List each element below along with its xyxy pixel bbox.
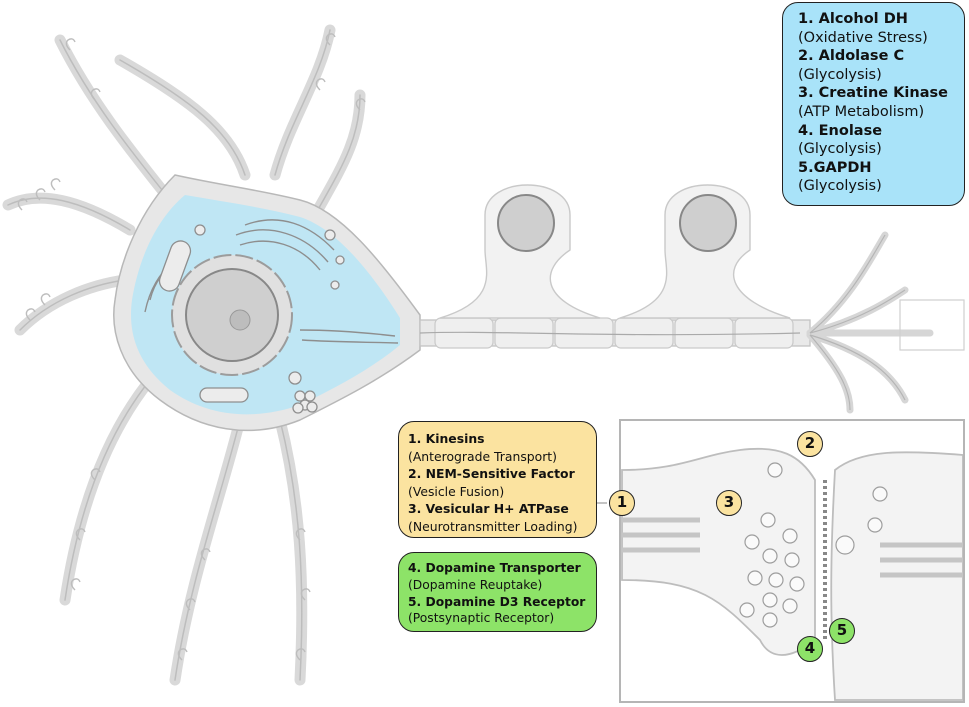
terminal-outlines — [809, 234, 965, 411]
legend-item-desc: (Neurotransmitter Loading) — [408, 518, 578, 534]
legend-item-name: 4. Dopamine Transporter — [408, 561, 581, 575]
dendrites — [2, 24, 366, 686]
legend-item-desc: (Postsynaptic Receptor) — [408, 611, 555, 626]
legend-item-name: 2. Aldolase C — [798, 48, 905, 65]
legend-postsynaptic-proteins: 4. Dopamine Transporter (Dopamine Reupta… — [398, 552, 597, 632]
nucleolus — [229, 309, 251, 331]
legend-item-desc: (Vesicle Fusion) — [408, 483, 505, 499]
legend-item-name: 3. Creatine Kinase — [798, 85, 948, 102]
marker-4: 4 — [797, 636, 823, 662]
legend-item-name: 3. Vesicular H+ ATPase — [408, 501, 569, 517]
legend-metabolic-enzymes: 1. Alcohol DH (Oxidative Stress) 2. Aldo… — [782, 2, 965, 206]
marker-1: 1 — [609, 490, 635, 516]
legend-item-desc: (Glycolysis) — [798, 178, 882, 195]
legend-item-name: 1. Alcohol DH — [798, 11, 908, 27]
legend-item-desc: (ATP Metabolism) — [798, 103, 925, 120]
organelles — [158, 224, 345, 414]
glial-cells — [439, 184, 791, 319]
legend-item-name: 5. Dopamine D3 Receptor — [408, 594, 586, 609]
legend-item-name: 5.GAPDH — [798, 159, 872, 176]
legend-item-desc: (Dopamine Reuptake) — [408, 577, 543, 592]
legend-item-desc: (Oxidative Stress) — [798, 29, 928, 46]
legend-item-desc: (Anterograde Transport) — [408, 448, 558, 464]
legend-item-name: 4. Enolase — [798, 122, 883, 139]
axon — [419, 317, 811, 349]
synapse-inset-frame — [619, 419, 965, 703]
legend-item-desc: (Glycolysis) — [798, 66, 882, 83]
glial-nucleus-right — [679, 194, 737, 252]
marker-5: 5 — [829, 618, 855, 644]
legend-item-desc: (Glycolysis) — [798, 141, 882, 158]
marker-2: 2 — [797, 431, 823, 457]
legend-item-name: 1. Kinesins — [408, 431, 485, 446]
marker-3: 3 — [716, 490, 742, 516]
glial-nucleus-left — [497, 194, 555, 252]
legend-presynaptic-proteins: 1. Kinesins (Anterograde Transport) 2. N… — [398, 421, 597, 538]
legend-item-name: 2. NEM-Sensitive Factor — [408, 466, 575, 482]
